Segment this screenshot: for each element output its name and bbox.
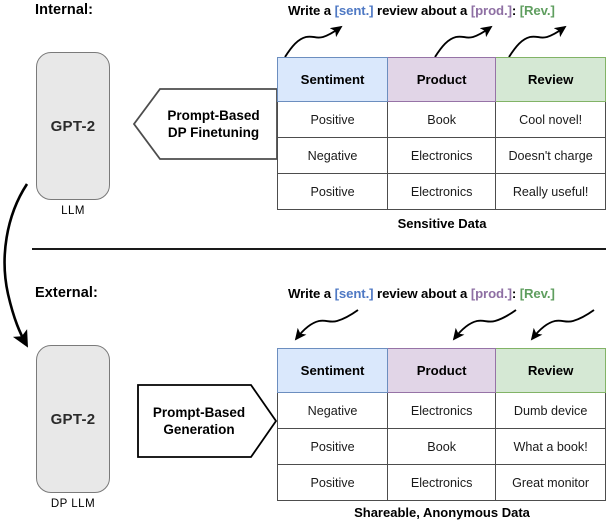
cell-review: Really useful! xyxy=(495,173,606,210)
cell-product: Book xyxy=(387,428,497,465)
external-data-table: Sentiment Product Review Negative Electr… xyxy=(276,348,606,501)
external-banner-line2: Generation xyxy=(163,422,235,437)
cell-product: Electronics xyxy=(387,464,497,501)
table-row: Positive Book What a book! xyxy=(276,428,606,465)
cell-review: Cool novel! xyxy=(495,101,606,138)
internal-banner-line1: Prompt-Based xyxy=(167,107,260,123)
internal-banner-line2: DP Finetuning xyxy=(167,125,260,140)
table-header-row: Sentiment Product Review xyxy=(276,57,606,102)
prompt-token-sentiment: [sent.] xyxy=(334,3,374,18)
table-row: Negative Electronics Dumb device xyxy=(276,392,606,429)
table-row: Negative Electronics Doesn't charge xyxy=(276,137,606,174)
internal-prompt-line: Write a [sent.] review about a [prod.]: … xyxy=(288,3,555,18)
internal-section-heading: Internal: xyxy=(35,2,94,18)
cell-sentiment: Positive xyxy=(276,173,389,210)
prompt-token-product: [prod.] xyxy=(470,286,512,301)
internal-mapping-arrows xyxy=(284,25,567,58)
external-prompt-line: Write a [sent.] review about a [prod.]: … xyxy=(288,286,555,301)
model-transfer-arrow xyxy=(3,183,29,348)
prompt-part1: Write a xyxy=(288,3,335,18)
table-row: Positive Electronics Really useful! xyxy=(276,173,606,210)
external-table-caption: Shareable, Anonymous Data xyxy=(354,505,530,520)
cell-sentiment: Positive xyxy=(276,428,389,465)
column-header-product: Product xyxy=(387,348,497,393)
cell-product: Electronics xyxy=(387,392,497,429)
cell-product: Electronics xyxy=(387,137,497,174)
cell-sentiment: Positive xyxy=(276,101,389,138)
column-header-review: Review xyxy=(495,57,606,102)
cell-review: What a book! xyxy=(495,428,606,465)
external-llm-label: GPT-2 xyxy=(50,410,96,428)
cell-product: Book xyxy=(387,101,497,138)
table-row: Positive Book Cool novel! xyxy=(276,101,606,138)
prompt-token-sentiment: [sent.] xyxy=(334,286,374,301)
banner-shape-right xyxy=(137,384,278,458)
internal-table-caption: Sensitive Data xyxy=(397,216,487,231)
external-llm-box: GPT-2 xyxy=(36,345,110,493)
column-header-review: Review xyxy=(495,348,606,393)
external-mapping-arrows xyxy=(294,309,595,341)
column-header-product: Product xyxy=(387,57,497,102)
internal-process-banner: Prompt-Based DP Finetuning xyxy=(132,88,278,160)
external-section-heading: External: xyxy=(35,285,98,301)
cell-product: Electronics xyxy=(387,173,497,210)
prompt-part2: review about a xyxy=(373,3,471,18)
prompt-token-review: [Rev.] xyxy=(519,286,555,301)
cell-review: Great monitor xyxy=(495,464,606,501)
cell-review: Doesn't charge xyxy=(495,137,606,174)
banner-shape-left xyxy=(132,88,278,160)
cell-sentiment: Negative xyxy=(276,137,389,174)
table-row: Positive Electronics Great monitor xyxy=(276,464,606,501)
internal-llm-label: GPT-2 xyxy=(50,117,96,135)
internal-llm-caption: LLM xyxy=(61,205,85,217)
prompt-part2: review about a xyxy=(373,286,471,301)
prompt-token-product: [prod.] xyxy=(470,3,512,18)
prompt-part3: : xyxy=(511,286,520,301)
cell-sentiment: Positive xyxy=(276,464,389,501)
cell-sentiment: Negative xyxy=(276,392,389,429)
column-header-sentiment: Sentiment xyxy=(276,348,389,393)
external-process-banner: Prompt-Based Generation xyxy=(137,384,278,458)
table-header-row: Sentiment Product Review xyxy=(276,348,606,393)
internal-data-table: Sentiment Product Review Positive Book C… xyxy=(276,57,606,210)
section-divider xyxy=(32,248,606,250)
external-banner-line1: Prompt-Based xyxy=(152,404,246,420)
column-header-sentiment: Sentiment xyxy=(276,57,389,102)
internal-llm-box: GPT-2 xyxy=(36,52,110,200)
prompt-token-review: [Rev.] xyxy=(519,3,555,18)
external-llm-caption: DP LLM xyxy=(50,498,96,510)
cell-review: Dumb device xyxy=(495,392,606,429)
prompt-part1: Write a xyxy=(288,286,335,301)
prompt-part3: : xyxy=(511,3,520,18)
